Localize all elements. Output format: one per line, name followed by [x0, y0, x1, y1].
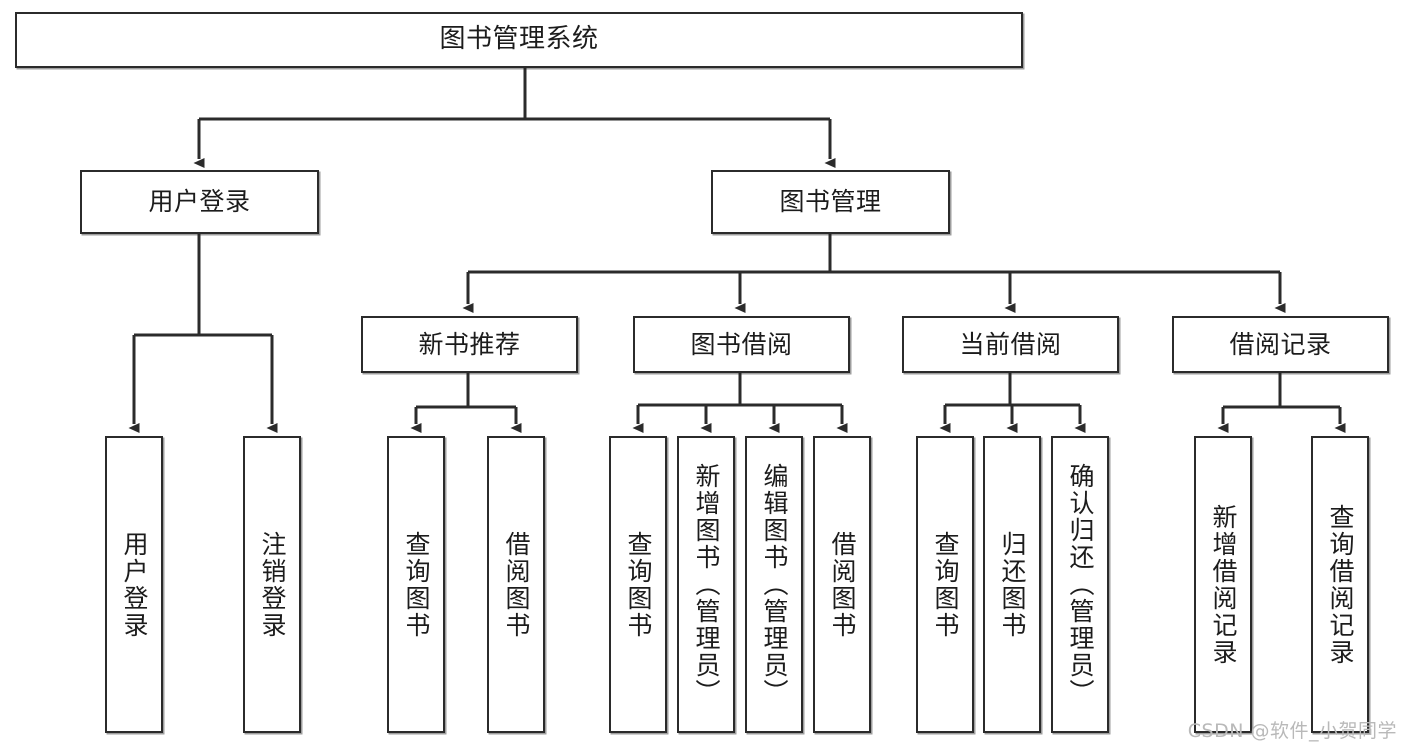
- node-leaf-borrow-book-1[interactable]: 借阅图书: [487, 436, 545, 733]
- node-label: 借阅图书: [502, 530, 531, 639]
- node-leaf-query-book-3[interactable]: 查询图书: [916, 436, 974, 733]
- node-leaf-query-record[interactable]: 查询借阅记录: [1311, 436, 1369, 733]
- edges-root-to-level2: [193, 68, 836, 168]
- node-root-book-management-system[interactable]: 图书管理系统: [15, 12, 1023, 68]
- node-borrow-record[interactable]: 借阅记录: [1172, 316, 1389, 373]
- node-book-manage[interactable]: 图书管理: [711, 170, 950, 234]
- csdn-watermark: CSDN @软件_小贺同学: [1187, 720, 1397, 742]
- node-label: 借阅图书: [828, 530, 857, 639]
- node-label: 确认归还（管理员）: [1066, 463, 1095, 706]
- node-label: 查询借阅记录: [1326, 503, 1355, 666]
- node-leaf-add-book[interactable]: 新增图书（管理员）: [677, 436, 735, 733]
- node-label: 图书管理: [779, 187, 882, 216]
- node-label: 新书推荐: [418, 329, 521, 359]
- edges-current-borrow-to-leaves: [939, 373, 1086, 433]
- node-leaf-return-book[interactable]: 归还图书: [983, 436, 1041, 733]
- node-label: 查询图书: [402, 530, 431, 639]
- node-leaf-confirm-return[interactable]: 确认归还（管理员）: [1051, 436, 1109, 733]
- node-label: 新增借阅记录: [1209, 503, 1238, 666]
- node-leaf-user-login[interactable]: 用户登录: [105, 436, 163, 733]
- edges-user-login-to-leaves: [128, 234, 278, 433]
- node-label: 当前借阅: [959, 329, 1062, 359]
- node-label: 编辑图书（管理员）: [760, 463, 789, 706]
- node-current-borrow[interactable]: 当前借阅: [902, 316, 1119, 373]
- edges-book-manage-to-level3: [462, 234, 1286, 313]
- node-label: 注销登录: [258, 530, 287, 639]
- node-label: 查询图书: [931, 530, 960, 639]
- node-leaf-user-logout[interactable]: 注销登录: [243, 436, 301, 733]
- node-leaf-query-book-2[interactable]: 查询图书: [609, 436, 667, 733]
- node-book-borrow[interactable]: 图书借阅: [633, 316, 850, 373]
- node-label: 图书管理系统: [439, 24, 599, 55]
- edges-borrow-record-to-leaves: [1217, 373, 1346, 433]
- node-label: 借阅记录: [1229, 329, 1332, 359]
- edges-new-book-recommend-to-leaves: [410, 373, 522, 433]
- node-label: 归还图书: [998, 530, 1027, 639]
- node-label: 查询图书: [624, 530, 653, 639]
- node-leaf-add-record[interactable]: 新增借阅记录: [1194, 436, 1252, 733]
- node-label: 用户登录: [148, 187, 251, 216]
- node-label: 用户登录: [120, 530, 149, 639]
- node-leaf-edit-book[interactable]: 编辑图书（管理员）: [745, 436, 803, 733]
- node-leaf-borrow-book-2[interactable]: 借阅图书: [813, 436, 871, 733]
- node-label: 新增图书（管理员）: [692, 463, 721, 706]
- node-label: 图书借阅: [690, 329, 793, 359]
- node-user-login[interactable]: 用户登录: [80, 170, 319, 234]
- node-leaf-query-book-1[interactable]: 查询图书: [387, 436, 445, 733]
- node-new-book-recommend[interactable]: 新书推荐: [361, 316, 578, 373]
- edges-book-borrow-to-leaves: [632, 373, 848, 433]
